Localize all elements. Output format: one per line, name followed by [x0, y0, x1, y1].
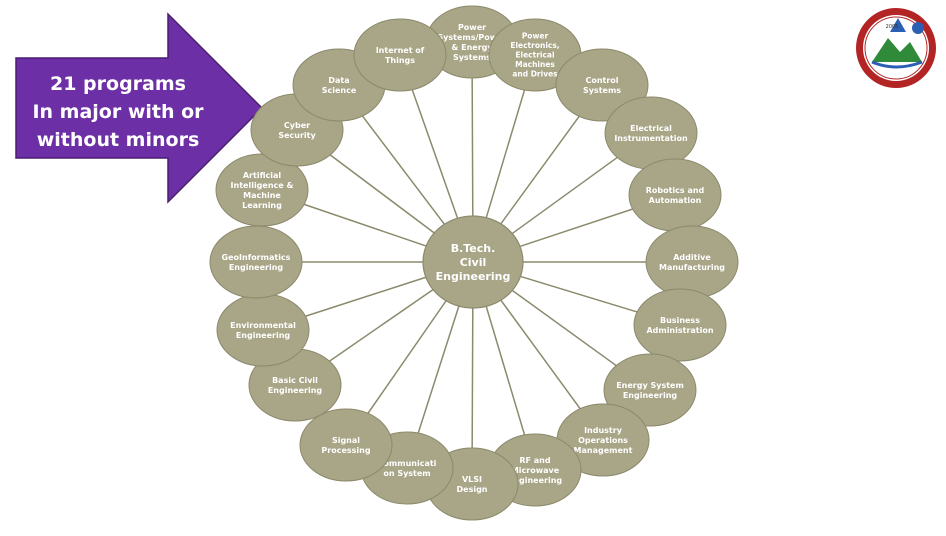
- program-node-label: & Energy: [451, 43, 493, 52]
- program-node-label: Robotics and: [646, 186, 705, 195]
- program-node-label: Internet of: [376, 46, 425, 55]
- program-node-label: Engineering: [236, 331, 291, 340]
- program-node-label: Systems: [583, 86, 621, 95]
- program-node-label: Engineering: [508, 476, 563, 485]
- program-node-label: Engineering: [623, 391, 678, 400]
- program-node-label: RF and: [519, 456, 551, 465]
- program-node-label: VLSI: [462, 475, 482, 484]
- program-node-label: Signal: [332, 436, 360, 445]
- program-node-label: Systems/Power: [437, 33, 506, 42]
- program-node-label: Security: [278, 131, 316, 140]
- program-node-label: Machines: [515, 60, 555, 69]
- program-node-label: Processing: [321, 446, 370, 455]
- callout-line: In major with or: [32, 101, 204, 123]
- program-node-label: Administration: [646, 326, 713, 335]
- program-node-label: Power: [522, 32, 549, 41]
- program-node-label: Communicati: [378, 459, 437, 468]
- programs-callout-arrow: [15, 12, 264, 204]
- program-node-label: Power: [458, 23, 486, 32]
- center-node-shape: [422, 215, 524, 309]
- program-node-label: and Drives: [512, 70, 558, 79]
- program-node-label: Control: [585, 76, 618, 85]
- center-node-label: B.Tech.: [451, 242, 496, 255]
- program-node-label: on System: [383, 469, 430, 478]
- program-node-shape: [299, 408, 393, 482]
- center-node-label: Civil: [460, 256, 487, 269]
- program-node-label: Cyber: [284, 121, 310, 130]
- program-node-shape: [603, 353, 697, 427]
- university-logo: 2005: [856, 8, 936, 88]
- callout-line: without minors: [36, 129, 200, 151]
- program-node-shape: [353, 18, 447, 92]
- program-node-label: Things: [385, 56, 415, 65]
- program-node-label: Microwave: [511, 466, 560, 475]
- program-node-label: Science: [322, 86, 357, 95]
- program-node-label: Operations: [578, 436, 628, 445]
- program-node-label: Industry: [584, 426, 623, 435]
- program-node-label: Electrical: [515, 51, 554, 60]
- program-node-label: Design: [457, 485, 488, 494]
- program-node-label: Environmental: [230, 321, 296, 330]
- program-node-label: Intelligence &: [231, 181, 294, 190]
- program-node-label: Additive: [673, 253, 711, 262]
- program-node-label: GeoInformatics: [222, 253, 291, 262]
- program-node-label: Management: [574, 446, 633, 455]
- program-node-label: Learning: [242, 201, 282, 210]
- callout-text: 21 programs In major with or without min…: [18, 70, 218, 154]
- program-node-label: Instrumentation: [614, 134, 688, 143]
- program-node-label: Business: [660, 316, 700, 325]
- program-node-label: Systems: [453, 53, 491, 62]
- program-node-label: Energy System: [616, 381, 684, 390]
- program-node-label: Artificial: [243, 171, 282, 180]
- program-node-label: Electronics,: [510, 41, 559, 50]
- center-node-label: Engineering: [436, 270, 511, 283]
- program-node-label: Basic Civil: [272, 376, 318, 385]
- program-node-label: Data: [328, 76, 349, 85]
- program-node-label: Manufacturing: [659, 263, 725, 272]
- program-node-label: Electrical: [630, 124, 672, 133]
- callout-line: 21 programs: [50, 73, 186, 95]
- program-node-label: Machine: [243, 191, 281, 200]
- program-node-shape: [633, 288, 727, 362]
- program-node-label: Automation: [649, 196, 702, 205]
- program-node-label: Engineering: [268, 386, 323, 395]
- program-node-label: Engineering: [229, 263, 284, 272]
- logo-year: 2005: [886, 24, 899, 30]
